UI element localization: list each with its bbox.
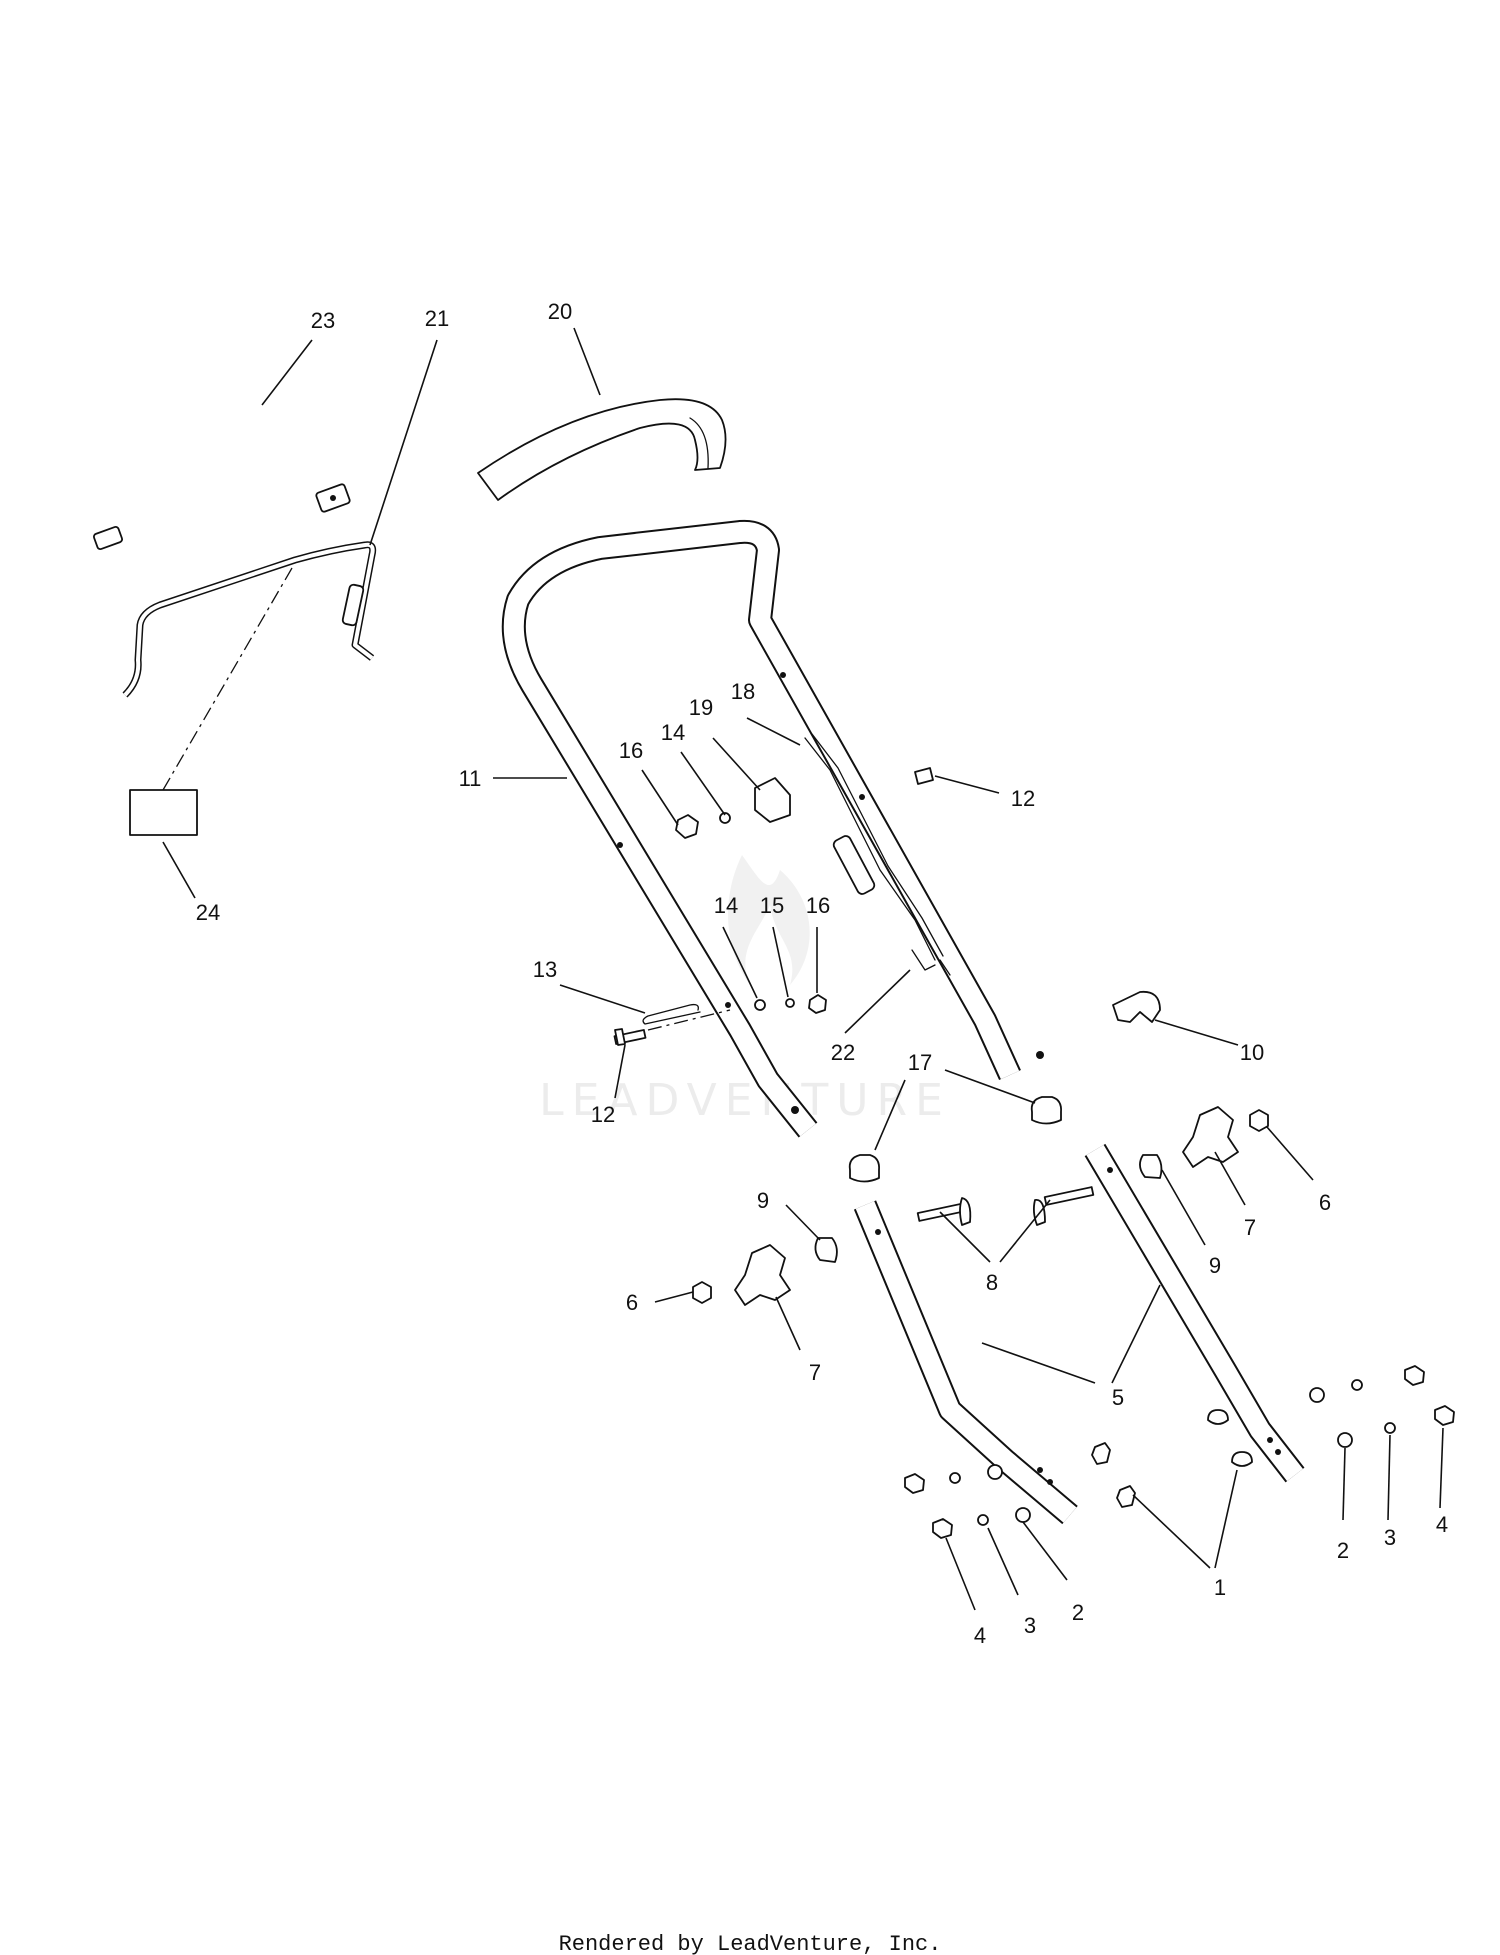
callout-3: 3	[1024, 1613, 1036, 1638]
part-12-bolt-lower	[613, 1028, 647, 1046]
callout-4: 4	[1436, 1512, 1448, 1537]
callout-4: 4	[974, 1623, 986, 1648]
callout-13: 13	[533, 957, 557, 982]
part-20-grip	[477, 398, 727, 501]
decal-dashed-leader	[162, 567, 293, 791]
part-6-nut-left	[692, 1281, 712, 1304]
callout-12: 12	[1011, 786, 1035, 811]
callout-2: 2	[1072, 1600, 1084, 1625]
part-5-lower-handles	[853, 1143, 1305, 1525]
part-9-bracket-right	[1139, 1154, 1163, 1179]
callout-18: 18	[731, 679, 755, 704]
callout-24: 24	[196, 900, 220, 925]
callout-21: 21	[425, 306, 449, 331]
callout-12: 12	[591, 1102, 615, 1127]
callout-9: 9	[1209, 1253, 1221, 1278]
callout-7: 7	[1244, 1215, 1256, 1240]
callout-9: 9	[757, 1188, 769, 1213]
callout-16: 16	[806, 893, 830, 918]
part-24-decal	[129, 789, 198, 836]
callout-6: 6	[626, 1290, 638, 1315]
callout-23: 23	[311, 308, 335, 333]
part-21-bail	[122, 541, 377, 698]
part-15-spacer	[785, 998, 795, 1008]
callout-16: 16	[619, 738, 643, 763]
hardware-parts-1-4	[904, 1365, 1455, 1539]
callout-22: 22	[831, 1040, 855, 1065]
part-16-nut-mid	[808, 994, 827, 1014]
part-13-hairpin	[642, 1003, 701, 1025]
callout-2: 2	[1337, 1538, 1349, 1563]
callout-3: 3	[1384, 1525, 1396, 1550]
part-18-cable	[804, 733, 951, 976]
part-16-nut-upper	[675, 814, 699, 839]
callout-10: 10	[1240, 1040, 1264, 1065]
callout-15: 15	[760, 893, 784, 918]
callout-14: 14	[661, 720, 685, 745]
part-9-bracket-left	[814, 1237, 838, 1263]
callout-5: 5	[1112, 1385, 1124, 1410]
part-10-cable-guide	[1112, 990, 1161, 1023]
footer-credit: Rendered by LeadVenture, Inc.	[559, 1932, 942, 1955]
watermark-flame-icon	[728, 855, 810, 985]
part-12-bolt-upper	[914, 767, 934, 785]
part-14-washer-mid	[754, 999, 766, 1011]
part-7-knob-left	[734, 1244, 791, 1306]
part-19-clip	[754, 777, 791, 823]
leader-lines	[162, 327, 1444, 1611]
callout-19: 19	[689, 695, 713, 720]
part-8-bolts	[916, 1186, 1095, 1226]
part-11-upper-handle	[501, 519, 1044, 1138]
callout-1: 1	[1214, 1575, 1226, 1600]
part-6-nut-right	[1249, 1109, 1269, 1132]
part-14-washer-upper	[719, 812, 731, 824]
part-7-knob-right	[1182, 1106, 1239, 1168]
watermark-text: LEADVENTURE	[539, 1075, 951, 1126]
callout-6: 6	[1319, 1190, 1331, 1215]
part-23-bail	[40, 345, 351, 551]
callouts: 23 21 20 11 16 14 19 18 12 24 14 15 16 1…	[196, 299, 1448, 1648]
part-17-caps	[848, 1096, 1062, 1183]
callout-14: 14	[714, 893, 738, 918]
callout-8: 8	[986, 1270, 998, 1295]
callout-11: 11	[459, 766, 482, 791]
callout-17: 17	[908, 1050, 932, 1075]
watermark: LEADVENTURE	[539, 855, 951, 1126]
callout-20: 20	[548, 299, 572, 324]
callout-7: 7	[809, 1360, 821, 1385]
